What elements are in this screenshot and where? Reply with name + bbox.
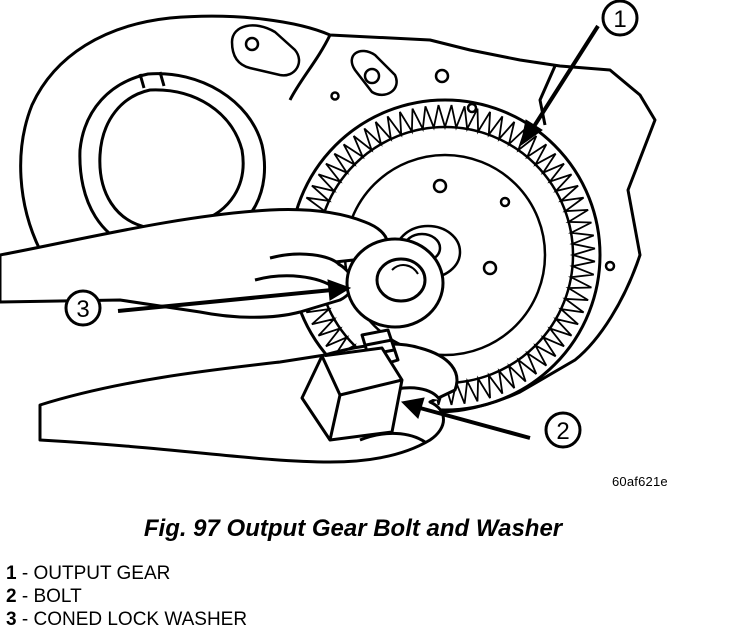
arrow-to-washer — [117, 288, 333, 313]
figure-reference-code: 60af621e — [612, 474, 668, 489]
legend-item: 2 - BOLT — [6, 585, 247, 608]
legend-item: 1 - OUTPUT GEAR — [6, 562, 247, 585]
housing-details — [230, 24, 616, 272]
callout-2-label: 2 — [556, 418, 569, 445]
legend-label: OUTPUT GEAR — [33, 563, 171, 584]
arrow-to-bolt — [419, 406, 531, 440]
callout-1: 1 — [601, 0, 639, 37]
case-housing — [19, 14, 657, 414]
legend-separator: - — [16, 563, 34, 584]
arrow-to-output-gear — [531, 24, 600, 130]
coned-lock-washer — [345, 237, 445, 329]
legend: 1 - OUTPUT GEAR 2 - BOLT 3 - CONED LOCK … — [6, 562, 247, 631]
legend-item: 3 - CONED LOCK WASHER — [6, 608, 247, 631]
legend-number: 3 — [6, 609, 17, 630]
callout-3-label: 3 — [76, 296, 89, 323]
legend-label: CONED LOCK WASHER — [33, 609, 248, 630]
leader-arrows — [117, 24, 600, 440]
callout-3: 3 — [64, 289, 102, 327]
callout-1-label: 1 — [613, 6, 626, 33]
figure-caption: Fig. 97 Output Gear Bolt and Washer — [143, 515, 563, 542]
bolt — [300, 328, 404, 442]
legend-separator: - — [16, 586, 34, 607]
legend-label: BOLT — [33, 586, 82, 607]
legend-number: 2 — [6, 586, 17, 607]
legend-separator: - — [16, 609, 34, 630]
callout-2: 2 — [544, 411, 582, 449]
output-gear-illustration: 1 3 2 — [0, 0, 657, 464]
legend-number: 1 — [6, 563, 17, 584]
